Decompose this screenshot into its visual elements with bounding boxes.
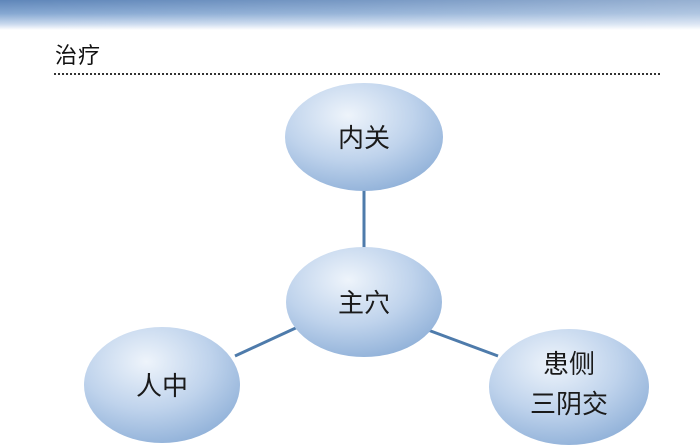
connector-right bbox=[427, 328, 499, 358]
node-sanyinjiao-label-line1: 患侧 bbox=[543, 350, 595, 380]
node-neiguan-label: 内关 bbox=[338, 124, 390, 154]
title-divider bbox=[54, 73, 660, 75]
slide-title: 治疗 bbox=[55, 44, 102, 69]
node-renzhong-label: 人中 bbox=[136, 372, 188, 402]
node-sanyinjiao-label-line2: 三阴交 bbox=[530, 390, 608, 420]
top-banner bbox=[0, 0, 700, 30]
node-renzhong: 人中 bbox=[84, 327, 240, 443]
top-banner-fade bbox=[0, 0, 700, 30]
node-sanyinjiao: 患侧 三阴交 bbox=[489, 329, 649, 445]
connector-left bbox=[234, 324, 301, 358]
node-neiguan: 内关 bbox=[285, 83, 443, 191]
node-main-points: 主穴 bbox=[286, 247, 442, 357]
node-main-points-label: 主穴 bbox=[338, 289, 390, 319]
